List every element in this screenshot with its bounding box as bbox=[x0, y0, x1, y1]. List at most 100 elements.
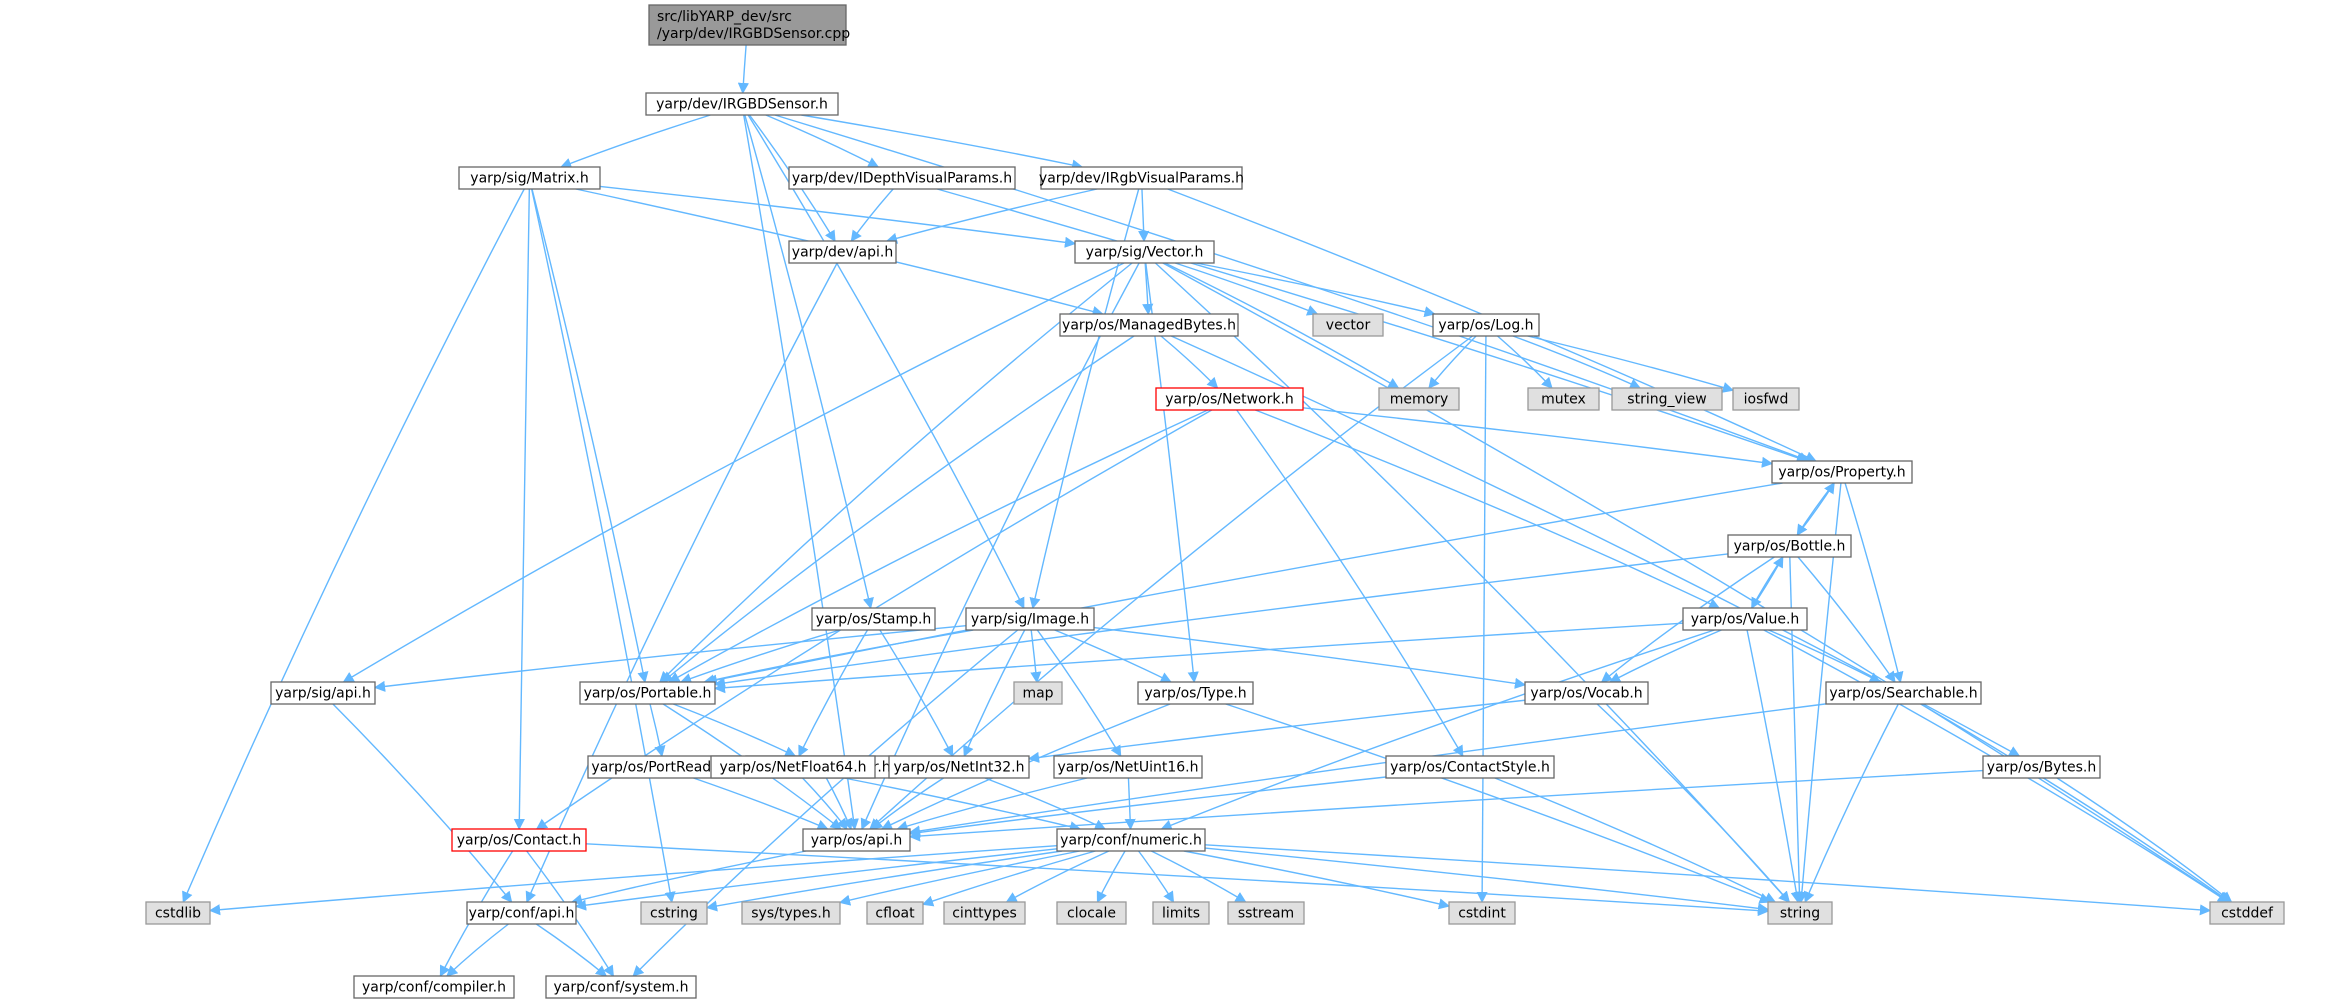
node-sig_Matrix_h[interactable]: yarp/sig/Matrix.h bbox=[458, 166, 601, 190]
edge-os_PortWriter_h-to-os_api_h bbox=[825, 777, 853, 831]
node-conf_compiler_h[interactable]: yarp/conf/compiler.h bbox=[353, 975, 515, 999]
edge-conf_numeric_h-to-limits bbox=[1137, 850, 1175, 903]
node-box bbox=[1053, 755, 1203, 779]
node-label: yarp/os/api.h bbox=[811, 833, 902, 849]
node-root[interactable]: src/libYARP_dev/src/yarp/dev/IRGBDSensor… bbox=[648, 4, 850, 46]
edge-os_ManagedBytes_h-to-os_Network_h bbox=[1160, 335, 1219, 389]
edge-os_Network_h-to-os_Property_h bbox=[1302, 407, 1774, 468]
node-os_ManagedBytes_h[interactable]: yarp/os/ManagedBytes.h bbox=[1059, 313, 1239, 337]
node-label: cinttypes bbox=[952, 906, 1017, 922]
node-cstddef: cstddef bbox=[2209, 901, 2285, 925]
node-conf_system_h[interactable]: yarp/conf/system.h bbox=[545, 975, 697, 999]
node-conf_api_h[interactable]: yarp/conf/api.h bbox=[466, 901, 577, 925]
node-os_PortReader_h[interactable]: yarp/os/PortReader.h bbox=[587, 755, 742, 779]
edge-sig_Image_h-to-os_Vocab_h bbox=[1093, 626, 1527, 689]
edge-conf_api_h-to-conf_system_h bbox=[535, 923, 608, 977]
node-box bbox=[1155, 387, 1304, 411]
node-box bbox=[788, 240, 897, 264]
node-os_Property_h[interactable]: yarp/os/Property.h bbox=[1771, 460, 1913, 484]
edge-os_Bottle_h-to-os_Property_h bbox=[1796, 482, 1835, 536]
edge-os_Log_h-to-cstdint bbox=[1476, 335, 1488, 904]
edge-os_Bytes_h-to-os_api_h bbox=[908, 769, 1984, 842]
node-os_NetInt32_h[interactable]: yarp/os/NetInt32.h bbox=[888, 755, 1030, 779]
node-label: yarp/os/ContactStyle.h bbox=[1390, 760, 1550, 776]
node-label: yarp/os/PortReader.h bbox=[591, 760, 737, 776]
edge-os_Type_h-to-string bbox=[1225, 703, 1771, 904]
edge-conf_numeric_h-to-sstream bbox=[1151, 850, 1247, 903]
edge-os_Value_h-to-conf_numeric_h bbox=[1160, 629, 1715, 831]
edge-os_Network_h-to-os_ContactStyle_h bbox=[1236, 409, 1464, 757]
edge-sig_Image_h-to-os_Type_h bbox=[1054, 629, 1172, 683]
node-box bbox=[1227, 901, 1305, 925]
node-label: yarp/dev/IDepthVisualParams.h bbox=[792, 171, 1012, 187]
node-os_NetUint16_h[interactable]: yarp/os/NetUint16.h bbox=[1053, 755, 1203, 779]
edge-sig_Vector_h-to-cstddef bbox=[1162, 262, 2230, 903]
edge-os_NetUint16_h-to-os_api_h bbox=[896, 777, 1088, 832]
edge-os_NetInt32_h-to-os_api_h bbox=[871, 777, 944, 830]
edge-root-to-IRGBDSensor_h bbox=[737, 44, 749, 95]
edge-os_Log_h-to-memory bbox=[1428, 335, 1477, 389]
node-label: cstdint bbox=[1458, 906, 1506, 922]
node-box bbox=[451, 828, 587, 852]
node-box bbox=[1524, 681, 1649, 705]
edge-os_Value_h-to-os_Searchable_h bbox=[1768, 629, 1881, 683]
edge-sig_api_h-to-conf_api_h bbox=[332, 703, 513, 903]
node-os_Searchable_h[interactable]: yarp/os/Searchable.h bbox=[1825, 681, 1982, 705]
node-os_Value_h[interactable]: yarp/os/Value.h bbox=[1682, 607, 1808, 631]
node-box bbox=[1432, 313, 1540, 337]
node-os_NetFloat64_h[interactable]: yarp/os/NetFloat64.h bbox=[710, 755, 876, 779]
edge-conf_api_h-to-conf_compiler_h bbox=[446, 923, 509, 977]
node-box bbox=[145, 901, 211, 925]
node-box bbox=[545, 975, 697, 999]
node-sig_api_h[interactable]: yarp/sig/api.h bbox=[270, 681, 376, 705]
edge-sig_Image_h-to-os_NetInt32_h bbox=[963, 629, 1026, 758]
node-label: yarp/sig/Image.h bbox=[971, 612, 1089, 628]
node-os_ContactStyle_h[interactable]: yarp/os/ContactStyle.h bbox=[1385, 755, 1555, 779]
node-os_Network_h[interactable]: yarp/os/Network.h bbox=[1155, 387, 1304, 411]
node-label: yarp/os/Stamp.h bbox=[816, 612, 932, 628]
node-conf_numeric_h[interactable]: yarp/conf/numeric.h bbox=[1056, 828, 1206, 852]
node-IRGBDSensor_h[interactable]: yarp/dev/IRGBDSensor.h bbox=[645, 92, 839, 116]
edge-sig_Vector_h-to-memory bbox=[1164, 262, 1400, 389]
edge-sig_Image_h-to-os_Portable_h bbox=[703, 629, 974, 686]
node-os_Type_h[interactable]: yarp/os/Type.h bbox=[1137, 681, 1254, 705]
node-dev_IRgbVisualParams_h[interactable]: yarp/dev/IRgbVisualParams.h bbox=[1039, 166, 1244, 190]
node-os_Bytes_h[interactable]: yarp/os/Bytes.h bbox=[1982, 755, 2101, 779]
node-os_api_h[interactable]: yarp/os/api.h bbox=[802, 828, 911, 852]
edge-os_Bottle_h-to-os_Portable_h bbox=[713, 553, 1729, 689]
edge-sig_Matrix_h-to-os_Contact_h bbox=[513, 188, 531, 831]
edge-sig_Matrix_h-to-sig_Vector_h bbox=[599, 185, 1077, 248]
edge-conf_numeric_h-to-cfloat bbox=[921, 850, 1096, 907]
edge-conf_numeric_h-to-clocale bbox=[1096, 850, 1126, 904]
node-os_Stamp_h[interactable]: yarp/os/Stamp.h bbox=[811, 607, 936, 631]
edges-layer bbox=[182, 44, 2233, 977]
node-os_Bottle_h[interactable]: yarp/os/Bottle.h bbox=[1727, 534, 1852, 558]
node-sig_Image_h[interactable]: yarp/sig/Image.h bbox=[965, 607, 1095, 631]
edge-os_Stamp_h-to-os_NetFloat64_h bbox=[798, 629, 869, 758]
node-os_Vocab_h[interactable]: yarp/os/Vocab.h bbox=[1524, 681, 1649, 705]
node-label: yarp/os/Log.h bbox=[1438, 318, 1533, 334]
node-label: yarp/conf/compiler.h bbox=[362, 980, 506, 996]
edge-os_Portable_h-to-os_PortReader_h bbox=[649, 703, 666, 758]
node-box bbox=[1732, 387, 1800, 411]
node-label: yarp/os/ManagedBytes.h bbox=[1062, 318, 1236, 334]
node-dev_api_h[interactable]: yarp/dev/api.h bbox=[788, 240, 897, 264]
edge-sig_Vector_h-to-string bbox=[1154, 262, 1790, 903]
node-box bbox=[648, 4, 847, 46]
node-os_Portable_h[interactable]: yarp/os/Portable.h bbox=[579, 681, 716, 705]
edge-IRGBDSensor_h-to-dev_IRgbVisualParams_h bbox=[801, 114, 1084, 171]
node-sig_Vector_h[interactable]: yarp/sig/Vector.h bbox=[1074, 240, 1215, 264]
edge-os_Vocab_h-to-os_NetInt32_h bbox=[1027, 699, 1526, 763]
node-memory: memory bbox=[1378, 387, 1460, 411]
node-os_Contact_h[interactable]: yarp/os/Contact.h bbox=[451, 828, 587, 852]
edge-dev_IDepthVisualParams_h-to-dev_api_h bbox=[850, 188, 894, 242]
node-label: yarp/os/Type.h bbox=[1144, 686, 1246, 702]
edge-sig_Vector_h-to-os_Log_h bbox=[1195, 262, 1436, 318]
node-box bbox=[1825, 681, 1982, 705]
edge-conf_numeric_h-to-string bbox=[1204, 847, 1770, 914]
edge-os_ContactStyle_h-to-string bbox=[1494, 777, 1777, 903]
node-dev_IDepthVisualParams_h[interactable]: yarp/dev/IDepthVisualParams.h bbox=[788, 166, 1016, 190]
edge-conf_numeric_h-to-sys_types_h bbox=[838, 850, 1080, 906]
node-os_Log_h[interactable]: yarp/os/Log.h bbox=[1432, 313, 1540, 337]
edge-os_NetInt32_h-to-conf_numeric_h bbox=[984, 777, 1107, 830]
